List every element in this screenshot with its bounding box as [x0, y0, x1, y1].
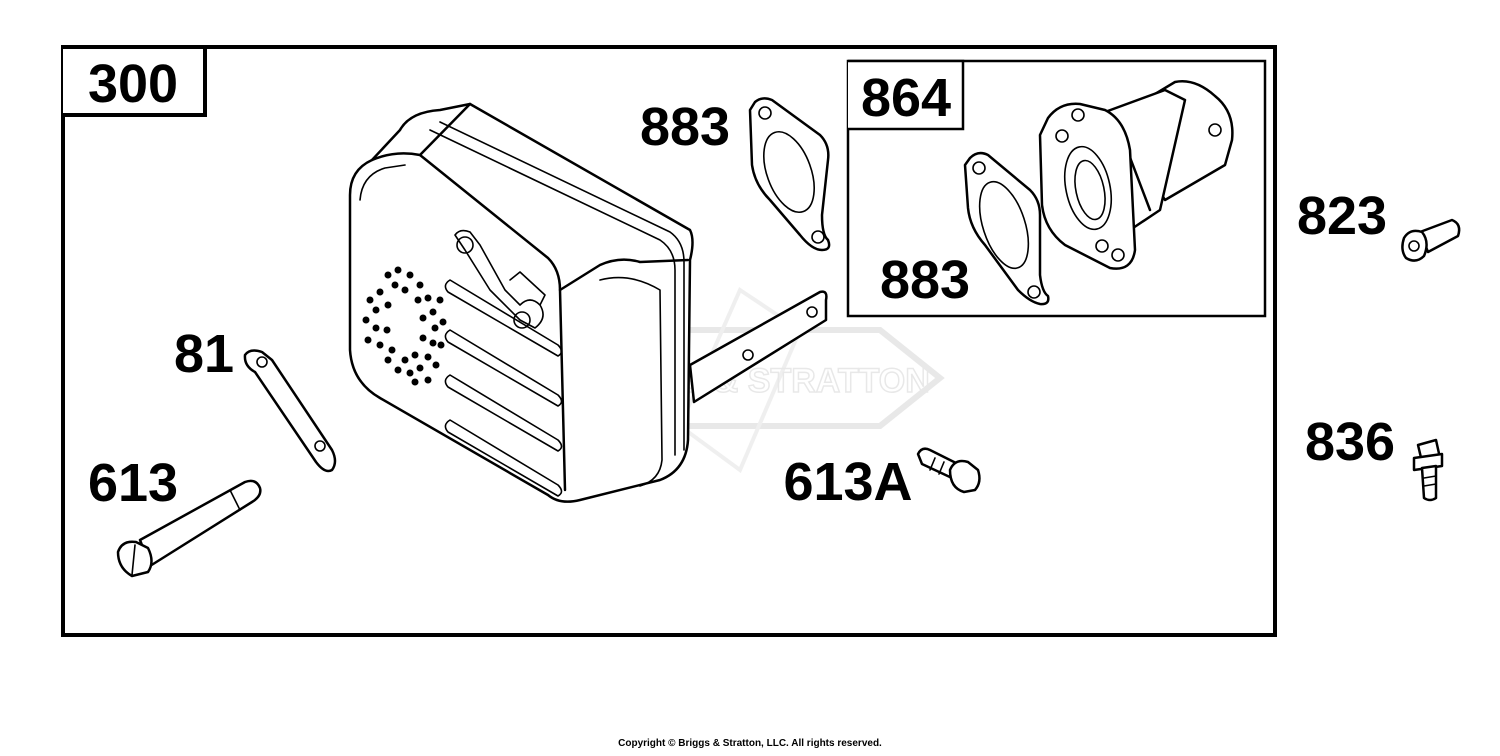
- bolt-613: [116, 479, 262, 578]
- callout-613A: 613A: [783, 452, 912, 512]
- assembly-frame: [61, 45, 1277, 637]
- muffler-bracket: [688, 290, 828, 404]
- muffler: [348, 102, 694, 503]
- callout-613: 613: [88, 453, 178, 513]
- copyright-notice: Copyright © Briggs & Stratton, LLC. All …: [618, 738, 882, 749]
- gasket-sub: [963, 151, 1050, 306]
- screw-613A: [916, 447, 981, 494]
- assembly-label-box: 300: [63, 45, 207, 117]
- callout-823: 823: [1297, 186, 1387, 246]
- callout-836: 836: [1305, 412, 1395, 472]
- callout-883-sub: 883: [880, 250, 970, 310]
- subassembly-label-box: 864: [848, 59, 965, 131]
- callout-81: 81: [174, 324, 234, 384]
- perforation-holes: [362, 266, 447, 386]
- subassembly-label: 864: [861, 68, 951, 128]
- callout-883-main: 883: [640, 97, 730, 157]
- lock-plate-81: [243, 349, 337, 473]
- screw-823: [1401, 218, 1461, 262]
- exhaust-adapter: [1038, 80, 1234, 270]
- subassembly-frame: [846, 59, 1267, 318]
- gasket-main: [748, 97, 831, 252]
- screw-836: [1412, 438, 1444, 502]
- assembly-label: 300: [88, 54, 178, 114]
